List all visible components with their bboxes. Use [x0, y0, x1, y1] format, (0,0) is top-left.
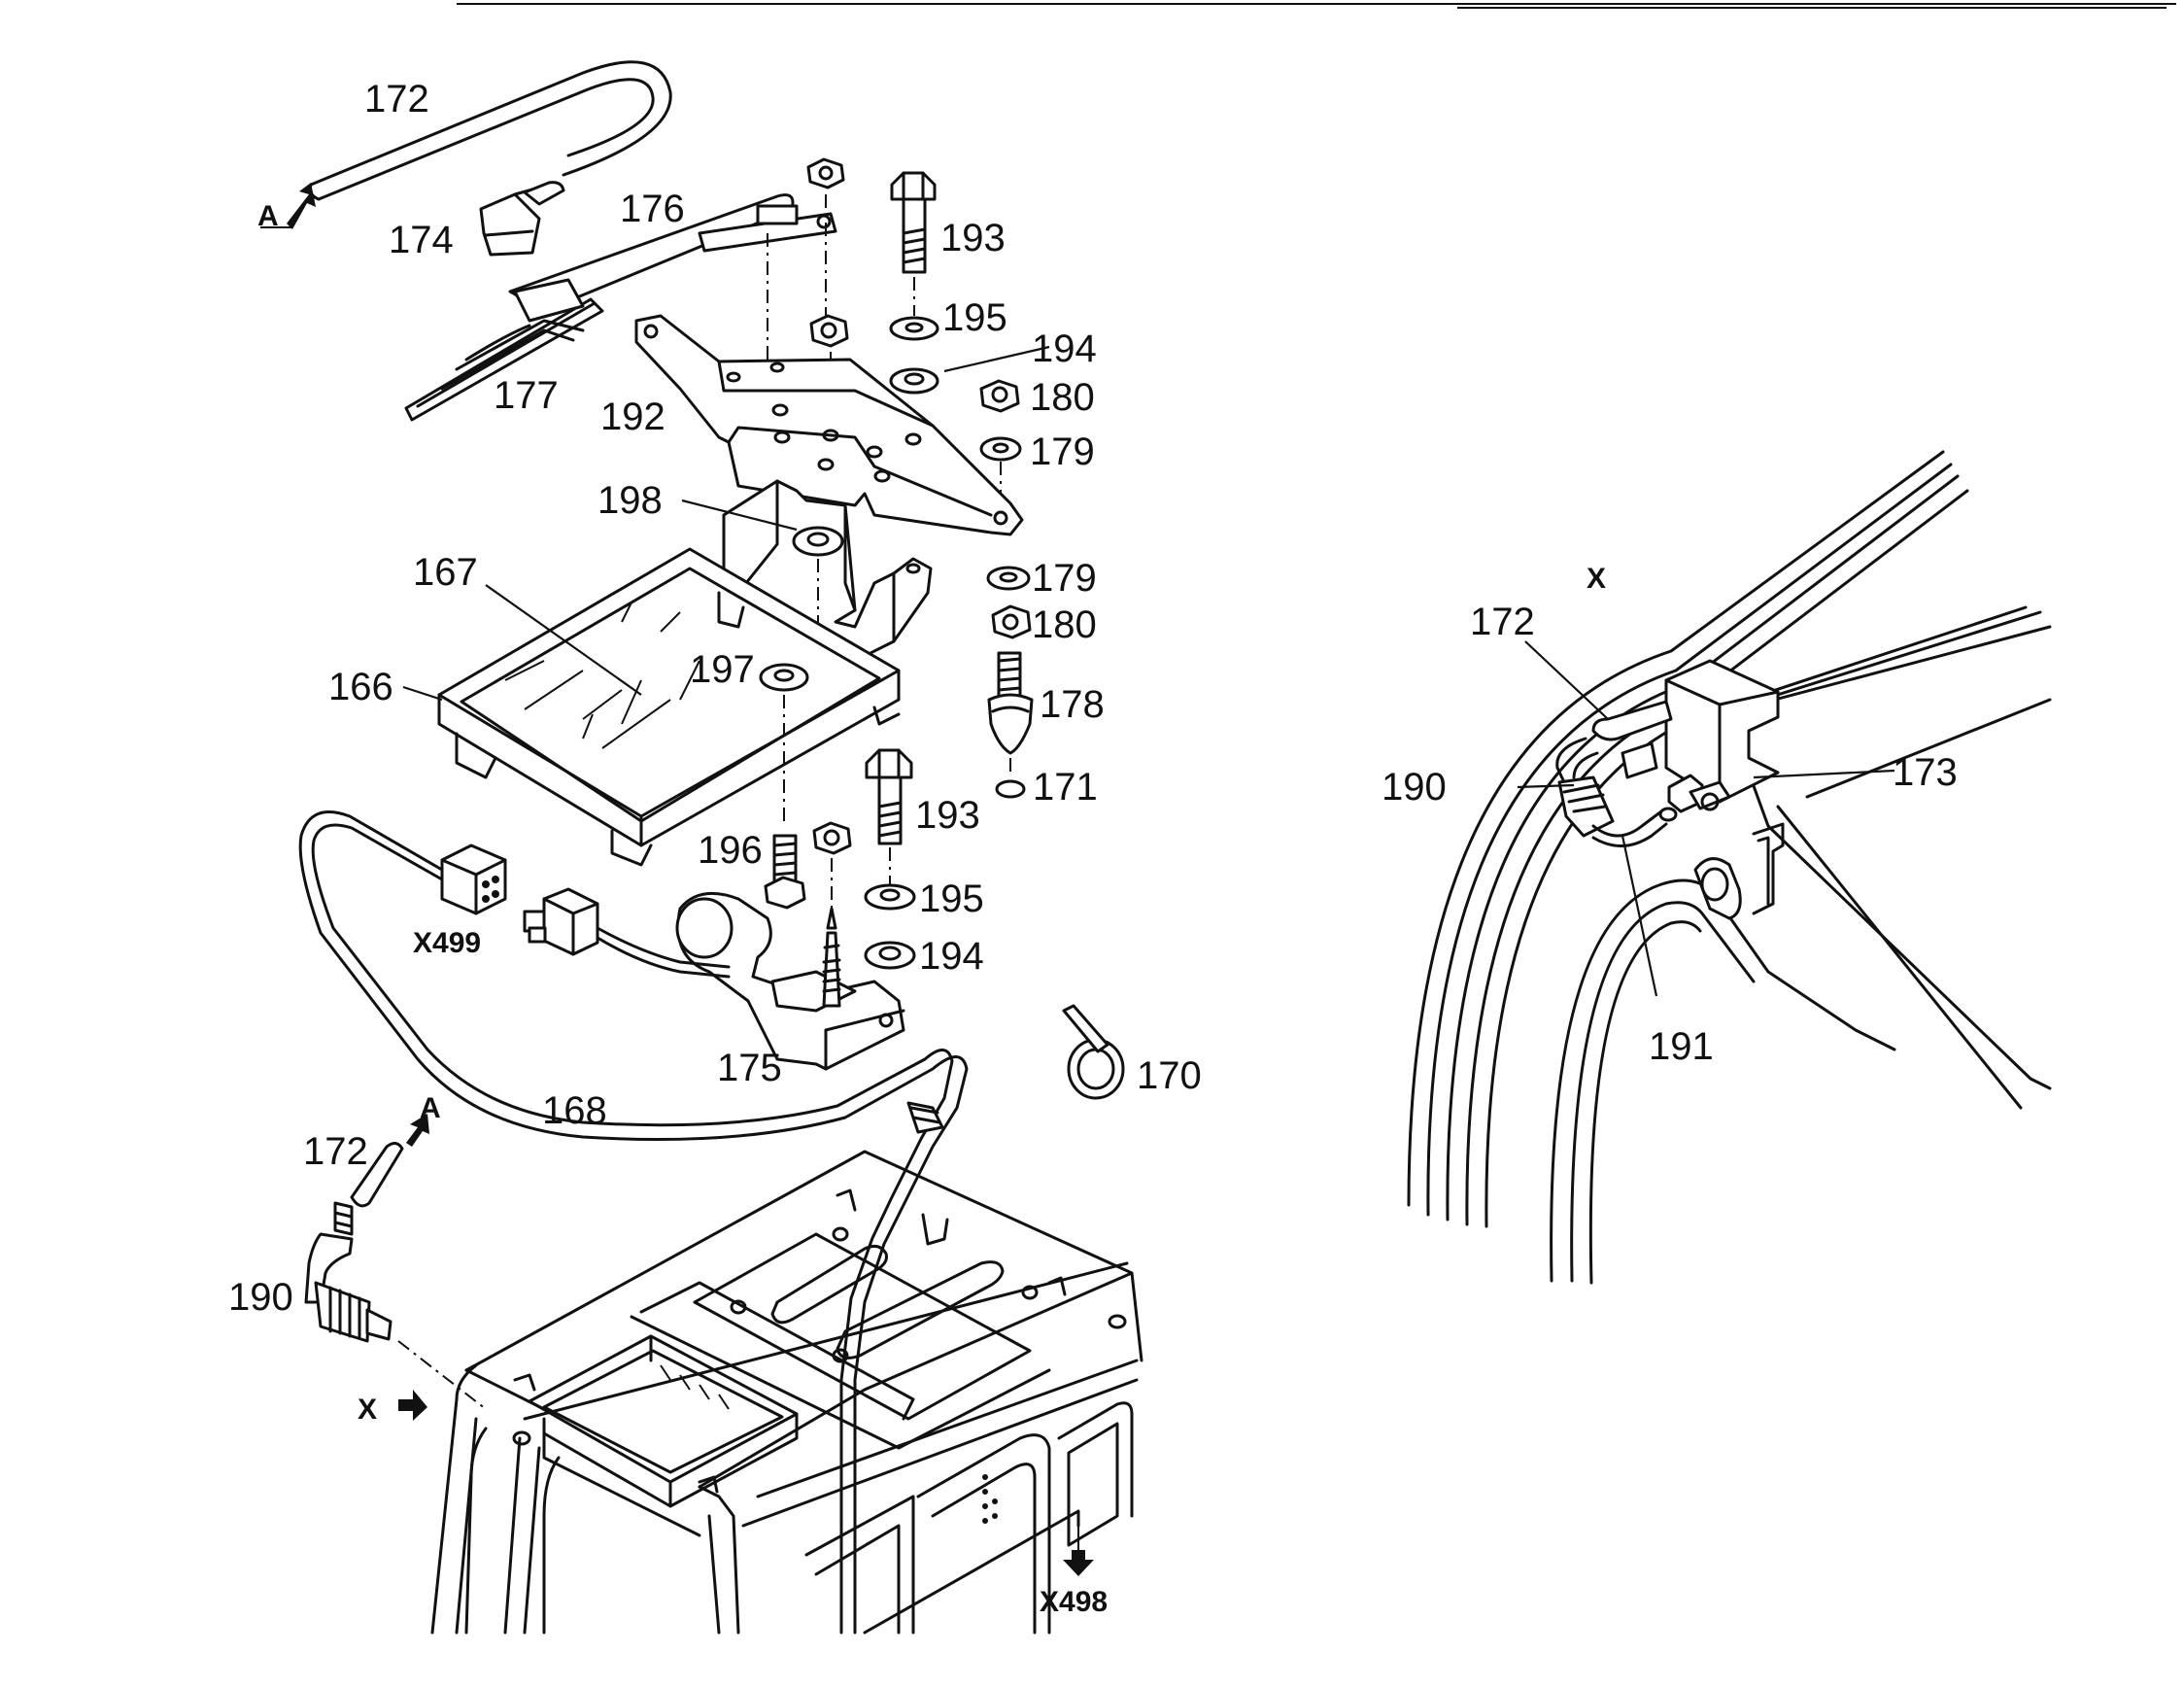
- bolt-193-bottom: [865, 748, 913, 845]
- label-172-bottom: 172: [303, 1130, 368, 1173]
- label-171: 171: [1033, 766, 1098, 809]
- washer-179-top: [979, 436, 1022, 462]
- grommet-198: [792, 526, 844, 557]
- label-a-top: A: [257, 200, 279, 232]
- washer-179-mid: [986, 566, 1031, 591]
- label-191: 191: [1649, 1025, 1714, 1068]
- label-173: 173: [1893, 751, 1958, 794]
- nozzle-190-left: [304, 1201, 392, 1343]
- washer-195-top: [889, 316, 939, 341]
- label-177: 177: [494, 374, 559, 417]
- label-193-bottom: 193: [915, 794, 980, 837]
- connector-x499: [440, 844, 507, 915]
- label-193-top: 193: [940, 217, 1006, 259]
- spindle-178: [987, 651, 1034, 755]
- frame-166: [437, 547, 901, 867]
- arrow-a-bottom: [406, 1114, 429, 1147]
- label-195-top: 195: [942, 296, 1007, 339]
- washer-194-bottom: [864, 941, 916, 970]
- label-170: 170: [1137, 1054, 1202, 1097]
- seal-171: [995, 779, 1026, 799]
- arrow-x498: [1063, 1511, 1094, 1576]
- label-196: 196: [698, 829, 763, 872]
- label-167: 167: [413, 551, 478, 594]
- label-179-top: 179: [1030, 430, 1095, 473]
- stud-196: [764, 834, 806, 910]
- label-194-bottom: 194: [919, 935, 984, 978]
- label-197: 197: [690, 648, 755, 691]
- mounting-plate-192: [634, 314, 1024, 536]
- label-190-left: 190: [228, 1276, 293, 1319]
- label-194-top: 194: [1032, 327, 1097, 370]
- label-176: 176: [620, 188, 685, 230]
- cab-roof: [430, 1150, 1143, 1635]
- label-179-mid: 179: [1032, 557, 1097, 600]
- label-166: 166: [328, 666, 393, 708]
- label-195-bottom: 195: [919, 878, 984, 920]
- label-x498: X498: [1040, 1586, 1108, 1618]
- label-x-left: X: [358, 1394, 377, 1426]
- wiper-blade-177: [404, 278, 604, 422]
- leader-lines: [402, 345, 1895, 997]
- nut-180-mid: [991, 604, 1032, 639]
- label-192: 192: [600, 396, 665, 438]
- grommet-197: [759, 663, 809, 692]
- label-168: 168: [542, 1089, 607, 1132]
- nut-180-top: [979, 379, 1020, 413]
- nut-top: [806, 157, 845, 189]
- hose-172-bottom: [350, 1142, 404, 1208]
- arrow-a-top: [260, 183, 316, 229]
- label-190-detail: 190: [1382, 766, 1447, 809]
- arrow-x-left: [398, 1390, 427, 1421]
- washer-195-bottom: [864, 883, 916, 911]
- label-180-mid: 180: [1032, 603, 1097, 646]
- detail-x-view: [1407, 450, 2052, 1285]
- nut-mid: [809, 314, 849, 348]
- bolt-193-top: [890, 171, 937, 274]
- clip-170: [1062, 1004, 1125, 1100]
- label-174: 174: [389, 219, 454, 261]
- nut-bottom: [812, 821, 852, 855]
- cable-168: [298, 810, 969, 1635]
- wiper-arm-176: [508, 193, 837, 313]
- label-198: 198: [597, 479, 663, 522]
- glass-167: [504, 602, 700, 749]
- washer-jet-174: [479, 181, 565, 257]
- label-178: 178: [1040, 683, 1105, 726]
- connector-plug: [523, 887, 599, 956]
- label-a-bottom: A: [420, 1092, 441, 1124]
- label-172-top: 172: [364, 78, 429, 120]
- label-180-top: 180: [1030, 376, 1095, 419]
- wiper-motor-175: [675, 891, 905, 1071]
- label-x-detail: X: [1587, 563, 1606, 595]
- washer-194-top: [889, 367, 939, 395]
- label-x499: X499: [413, 927, 481, 959]
- label-172-detail: 172: [1470, 601, 1535, 643]
- label-175: 175: [717, 1047, 782, 1089]
